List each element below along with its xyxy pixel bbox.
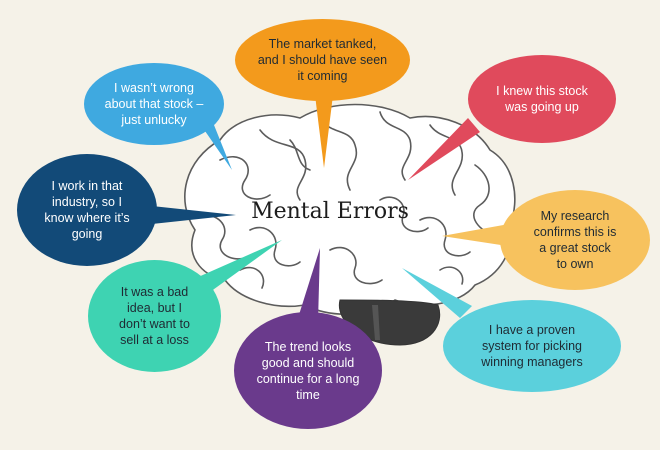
bubble-bad-idea: It was a bad idea, but I don’t want to s… bbox=[88, 260, 221, 372]
pointer-industry bbox=[152, 206, 236, 224]
bubble-market-tanked: The market tanked, and I should have see… bbox=[235, 19, 410, 101]
bubble-trend-looks-good: The trend looks good and should continue… bbox=[234, 312, 382, 429]
bubble-work-in-industry: I work in that industry, so I know where… bbox=[17, 154, 157, 266]
pointer-trend bbox=[298, 248, 320, 322]
bubble-research-confirms: My research confirms this is a great sto… bbox=[500, 190, 650, 290]
pointer-badidea bbox=[196, 240, 282, 292]
pointer-knew bbox=[408, 118, 480, 180]
bubble-proven-system: I have a proven system for picking winni… bbox=[443, 300, 621, 392]
brain-stem-icon bbox=[372, 305, 380, 340]
bubble-not-wrong: I wasn’t wrong about that stock – just u… bbox=[84, 63, 224, 145]
diagram-title: Mental Errors bbox=[251, 199, 409, 224]
bubble-knew-stock: I knew this stock was going up bbox=[468, 55, 616, 143]
pointer-system bbox=[402, 268, 472, 318]
pointer-market bbox=[315, 95, 333, 168]
